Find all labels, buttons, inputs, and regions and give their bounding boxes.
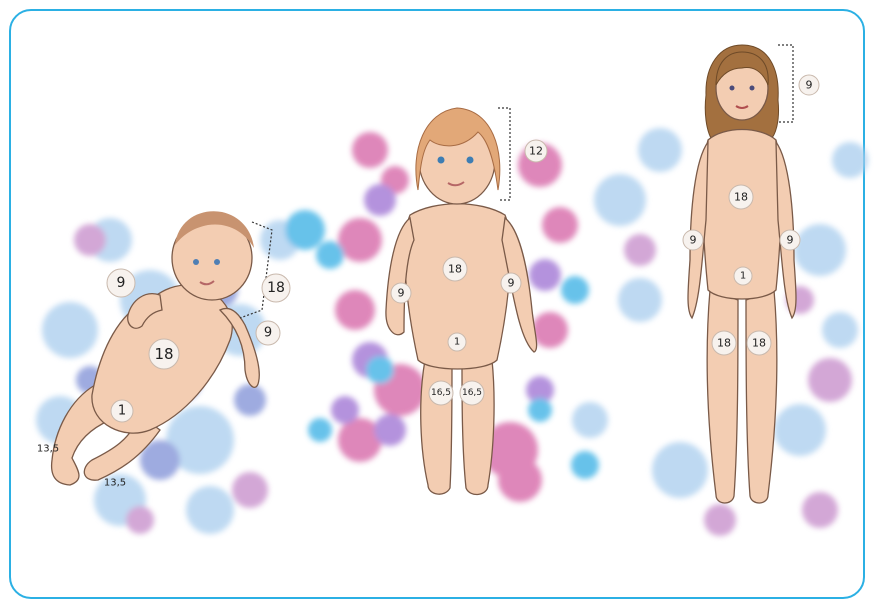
infant-leg-left-percent-badge: 13,5 bbox=[37, 444, 59, 455]
infant-leg-right-percent-badge: 13,5 bbox=[104, 478, 126, 489]
adult-right-leg bbox=[746, 290, 777, 503]
adult-head-bracket bbox=[778, 45, 793, 122]
child-genital-percent-badge: 1 bbox=[448, 333, 466, 351]
adult-leg-right-percent-label: 18 bbox=[752, 337, 766, 350]
infant-arm-right-percent-label: 9 bbox=[264, 326, 272, 341]
infant-genital-percent-label: 1 bbox=[118, 404, 126, 419]
adult-leg-right-percent-badge: 18 bbox=[747, 331, 771, 355]
adult-trunk-percent-label: 18 bbox=[734, 191, 748, 204]
infant-leg-left-percent-label: 13,5 bbox=[37, 444, 59, 455]
adult-arm-left-percent-badge: 9 bbox=[683, 230, 703, 250]
child-eye bbox=[467, 157, 474, 164]
infant-head-percent-label: 18 bbox=[267, 280, 285, 296]
child-leg-left-percent-badge: 16,5 bbox=[429, 381, 453, 405]
child-arm-left-percent-label: 9 bbox=[398, 287, 405, 300]
child-leg-left-percent-label: 16,5 bbox=[431, 388, 451, 398]
child-head-percent-label: 12 bbox=[529, 145, 543, 158]
adult-arm-left-percent-label: 9 bbox=[690, 234, 697, 247]
adult-leg-left-percent-label: 18 bbox=[717, 337, 731, 350]
child-arm-right-percent-label: 9 bbox=[508, 277, 515, 290]
child-head-bracket bbox=[498, 108, 510, 200]
infant-eye bbox=[193, 259, 199, 265]
child-left-leg bbox=[421, 360, 452, 494]
adult-leg-left-percent-badge: 18 bbox=[712, 331, 736, 355]
child-eye bbox=[438, 157, 445, 164]
adult-arm-right-percent-badge: 9 bbox=[780, 230, 800, 250]
adult-head-percent-badge: 9 bbox=[799, 75, 819, 95]
infant-head-percent-badge: 18 bbox=[262, 274, 290, 302]
child-arm-left-percent-badge: 9 bbox=[391, 283, 411, 303]
child-leg-right-percent-label: 16,5 bbox=[462, 388, 482, 398]
child-trunk-percent-label: 18 bbox=[448, 263, 462, 276]
adult-head-percent-label: 9 bbox=[806, 79, 813, 92]
child-genital-percent-label: 1 bbox=[454, 337, 460, 348]
infant-genital-percent-badge: 1 bbox=[111, 400, 133, 422]
infant-leg-right-percent-label: 13,5 bbox=[104, 478, 126, 489]
child-trunk-percent-badge: 18 bbox=[443, 257, 467, 281]
adult-trunk-percent-badge: 18 bbox=[729, 185, 753, 209]
adult-genital-percent-label: 1 bbox=[740, 271, 746, 282]
infant-trunk-percent-label: 18 bbox=[154, 345, 173, 363]
adult-left-leg bbox=[707, 290, 738, 503]
infant-arm-left-percent-badge: 9 bbox=[107, 269, 135, 297]
child-arm-right-percent-badge: 9 bbox=[501, 273, 521, 293]
child-leg-right-percent-badge: 16,5 bbox=[460, 381, 484, 405]
infant-eye bbox=[214, 259, 220, 265]
child-right-leg bbox=[462, 360, 494, 494]
adult-genital-percent-badge: 1 bbox=[734, 267, 752, 285]
child-head-percent-badge: 12 bbox=[525, 140, 547, 162]
infant-trunk-percent-badge: 18 bbox=[149, 339, 179, 369]
adult-arm-right-percent-label: 9 bbox=[787, 234, 794, 247]
infant-arm-left-percent-label: 9 bbox=[117, 275, 126, 291]
infant-arm-right-percent-badge: 9 bbox=[256, 321, 280, 345]
